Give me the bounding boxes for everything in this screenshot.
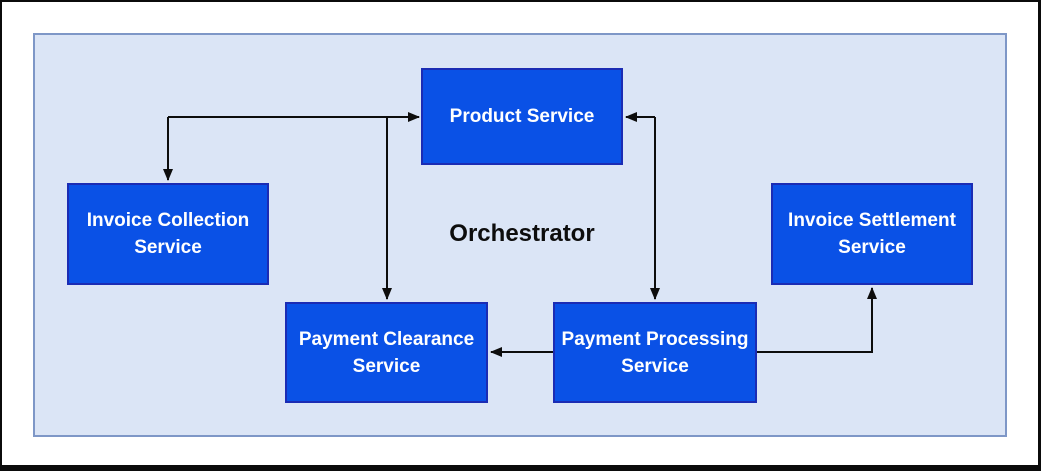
node-product-service: Product Service [421,68,623,165]
node-label: Invoice Collection Service [86,210,250,258]
node-label: Invoice Settlement Service [788,210,956,258]
node-payment-clearance-service: Payment Clearance Service [285,302,488,403]
node-invoice-settlement-service: Invoice Settlement Service [771,183,973,285]
node-invoice-collection-service: Invoice Collection Service [67,183,269,285]
node-label: Product Service [449,106,595,127]
node-label: Payment Processing Service [561,328,749,377]
orchestrator-label: Orchestrator [449,220,595,247]
node-payment-processing-service: Payment Processing Service [553,302,757,403]
node-label: Payment Clearance Service [298,328,475,377]
